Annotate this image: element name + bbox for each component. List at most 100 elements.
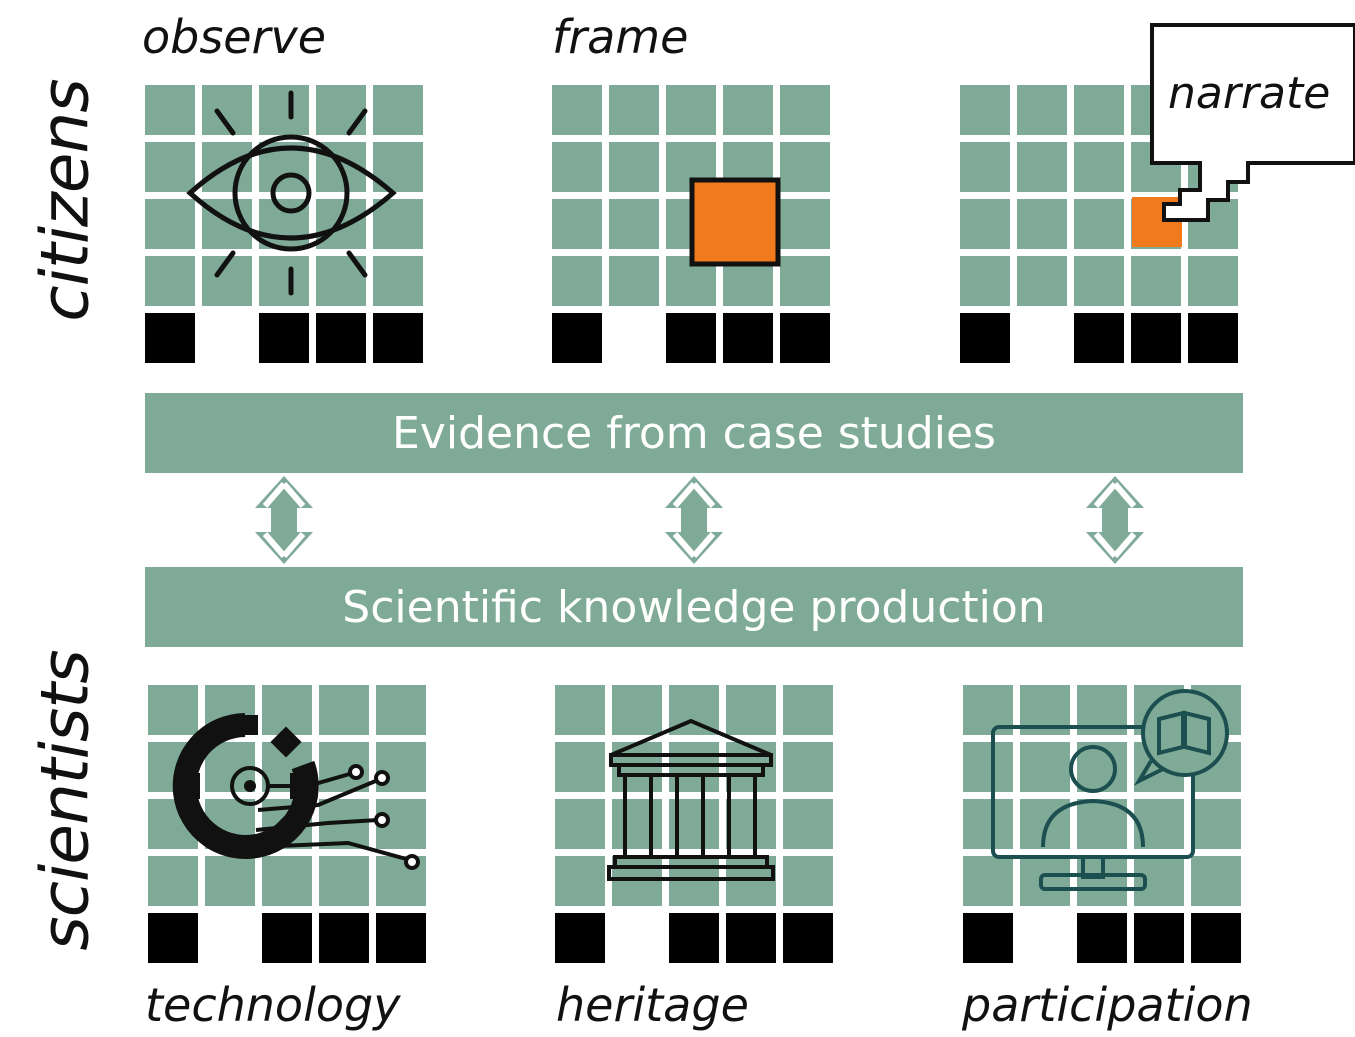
grid-tile (148, 856, 198, 906)
grid-tile (1074, 85, 1124, 135)
grid-tile (1074, 199, 1124, 249)
grid-tile (1074, 142, 1124, 192)
black-tile (148, 913, 198, 963)
black-tile (259, 313, 309, 363)
grid-tile (373, 199, 423, 249)
grid-tile (555, 799, 605, 849)
grid-tile (1020, 742, 1070, 792)
grid-tile (1131, 256, 1181, 306)
grid-tile (145, 199, 195, 249)
video-call-book-icon (991, 689, 1229, 891)
grid-tile (723, 85, 773, 135)
eye-icon (186, 90, 397, 296)
grid-tile (145, 256, 195, 306)
grid-tile (609, 199, 659, 249)
grid-tile (666, 85, 716, 135)
grid-tile (780, 142, 830, 192)
grid-tile (609, 256, 659, 306)
grid-tile (726, 799, 776, 849)
black-tile (552, 313, 602, 363)
speech-bubble-icon (1150, 23, 1355, 222)
grid-tile (555, 856, 605, 906)
grid-tile (555, 742, 605, 792)
heritage-title: heritage (556, 978, 749, 1032)
black-tile (1074, 313, 1124, 363)
black-tile (963, 913, 1013, 963)
grid-tile (259, 85, 309, 135)
grid-tile (1191, 856, 1241, 906)
grid-tile (960, 256, 1010, 306)
grid-tile (726, 685, 776, 735)
grid-tile (609, 142, 659, 192)
grid-tile (609, 85, 659, 135)
double-arrow-icon (255, 476, 313, 564)
black-tile (1188, 313, 1238, 363)
grid-tile (373, 256, 423, 306)
grid-tile (1020, 856, 1070, 906)
technology-grid (148, 685, 428, 963)
observe-title: observe (142, 10, 327, 64)
frame-title: frame (552, 10, 689, 64)
grid-tile (205, 856, 255, 906)
grid-tile (259, 256, 309, 306)
grid-tile (552, 85, 602, 135)
grid-tile (783, 685, 833, 735)
double-arrow-icon (1086, 476, 1144, 564)
grid-tile (612, 685, 662, 735)
grid-tile (1134, 856, 1184, 906)
gear-circuit-icon (172, 713, 420, 870)
grid-tile (145, 85, 195, 135)
grid-tile (319, 685, 369, 735)
black-tile (726, 913, 776, 963)
black-tile (1131, 313, 1181, 363)
grid-tile (1017, 85, 1067, 135)
participation-grid (963, 685, 1243, 963)
grid-tile (1074, 256, 1124, 306)
grid-tile (148, 685, 198, 735)
temple-icon (607, 718, 775, 881)
grid-tile (960, 142, 1010, 192)
grid-tile (783, 856, 833, 906)
grid-tile (373, 85, 423, 135)
grid-tile (262, 685, 312, 735)
grid-tile (780, 199, 830, 249)
black-tile (780, 313, 830, 363)
grid-tile (1191, 799, 1241, 849)
grid-tile (552, 199, 602, 249)
science-band: Scientific knowledge production (145, 567, 1243, 647)
black-tile (669, 913, 719, 963)
narrate-title: narrate (1168, 68, 1331, 119)
grid-tile (376, 685, 426, 735)
black-tile (555, 913, 605, 963)
participation-title: participation (962, 978, 1253, 1032)
grid-tile (963, 856, 1013, 906)
grid-tile (316, 85, 366, 135)
black-tile (723, 313, 773, 363)
grid-tile (963, 742, 1013, 792)
grid-tile (1017, 199, 1067, 249)
grid-tile (1017, 256, 1067, 306)
black-tile (783, 913, 833, 963)
grid-tile (783, 799, 833, 849)
grid-tile (262, 856, 312, 906)
grid-tile (145, 142, 195, 192)
grid-tile (960, 199, 1010, 249)
black-tile (1191, 913, 1241, 963)
frame-grid (552, 85, 832, 363)
grid-tile (612, 799, 662, 849)
grid-tile (552, 256, 602, 306)
observe-grid (145, 85, 425, 363)
black-tile (1077, 913, 1127, 963)
frame-square-icon (689, 177, 781, 267)
grid-tile (552, 142, 602, 192)
grid-tile (319, 856, 369, 906)
grid-tile (960, 85, 1010, 135)
grid-tile (780, 256, 830, 306)
grid-tile (783, 742, 833, 792)
grid-tile (780, 85, 830, 135)
grid-tile (963, 799, 1013, 849)
citizens-label: citizens (26, 78, 104, 322)
black-tile (262, 913, 312, 963)
evidence-band: Evidence from case studies (145, 393, 1243, 473)
technology-title: technology (145, 978, 401, 1032)
